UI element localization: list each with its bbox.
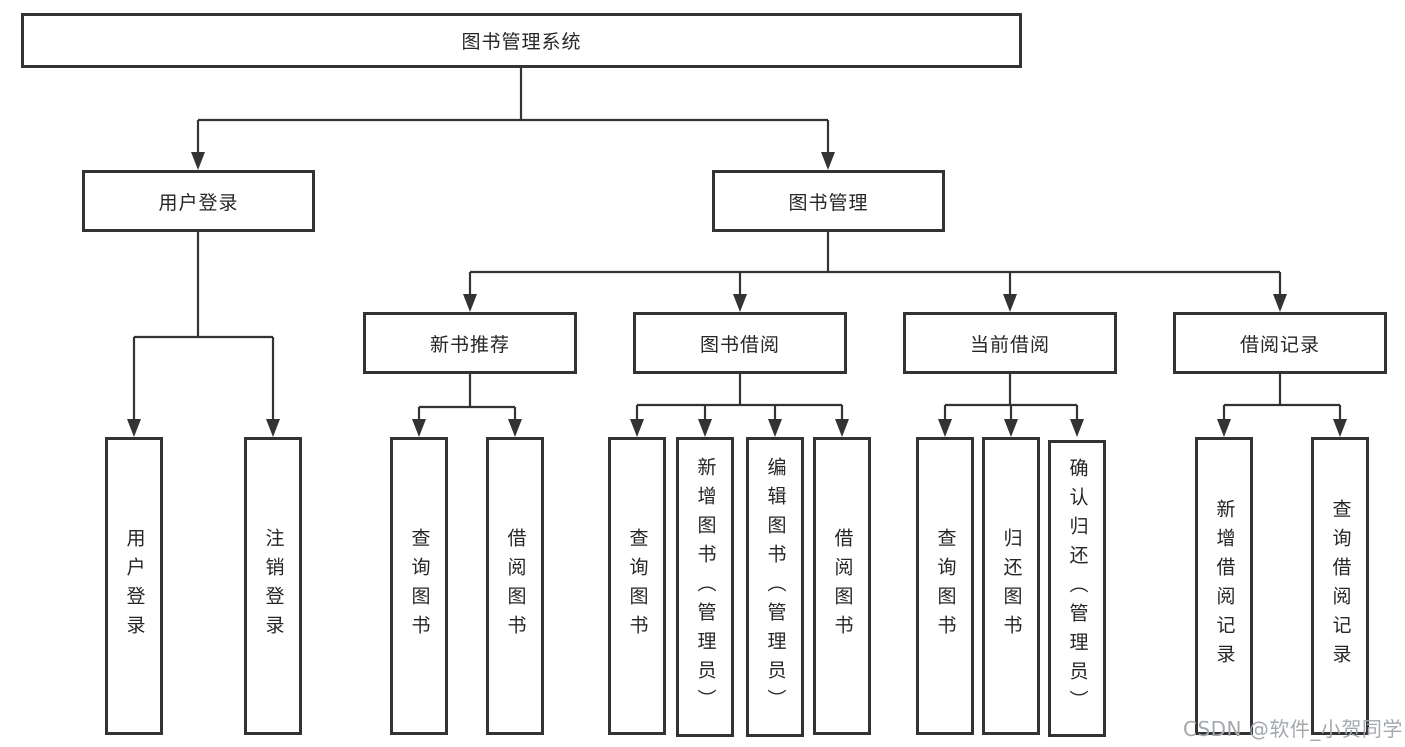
leaf-user-login: 用户登录: [105, 437, 163, 735]
leaf-current-confirm-return-admin: 确认归还︵管理员︶: [1048, 440, 1106, 737]
arrow-down-icon: [835, 419, 849, 437]
leaf-label: 查询图书: [626, 528, 649, 644]
arrow-down-icon: [768, 419, 782, 437]
leaf-recommend-query-book: 查询图书: [390, 437, 448, 735]
node-book-management: 图书管理: [712, 170, 945, 232]
leaf-label: 用户登录: [123, 528, 146, 644]
arrow-down-icon: [1004, 419, 1018, 437]
leaf-logout: 注销登录: [244, 437, 302, 735]
arrow-down-icon: [938, 419, 952, 437]
leaf-label: 新增图书︵管理员︶: [694, 456, 717, 718]
arrow-down-icon: [127, 419, 141, 437]
arrow-down-icon: [463, 294, 477, 312]
leaf-records-query-record: 查询借阅记录: [1311, 437, 1369, 735]
leaf-label: 新增借阅记录: [1213, 499, 1236, 673]
arrow-down-icon: [412, 419, 426, 437]
node-root-system: 图书管理系统: [21, 13, 1022, 68]
node-book-borrow: 图书借阅: [633, 312, 847, 374]
leaf-label: 确认归还︵管理员︶: [1066, 458, 1089, 719]
arrow-down-icon: [1217, 419, 1231, 437]
arrow-down-icon: [1070, 419, 1084, 437]
leaf-borrow-query-book: 查询图书: [608, 437, 666, 735]
arrow-down-icon: [266, 419, 280, 437]
leaf-current-return-book: 归还图书: [982, 437, 1040, 735]
leaf-recommend-borrow-book: 借阅图书: [486, 437, 544, 735]
leaf-current-query-book: 查询图书: [916, 437, 974, 735]
leaf-label: 归还图书: [1000, 528, 1023, 644]
leaf-label: 借阅图书: [504, 528, 527, 644]
node-current-borrow: 当前借阅: [903, 312, 1117, 374]
leaf-label: 查询图书: [934, 528, 957, 644]
leaf-label: 注销登录: [262, 528, 285, 644]
node-user-login: 用户登录: [82, 170, 315, 232]
leaf-label: 借阅图书: [831, 528, 854, 644]
arrow-down-icon: [1273, 294, 1287, 312]
arrow-down-icon: [630, 419, 644, 437]
node-borrow-records: 借阅记录: [1173, 312, 1387, 374]
leaf-borrow-borrow-book: 借阅图书: [813, 437, 871, 735]
leaf-label: 查询借阅记录: [1329, 499, 1352, 673]
arrow-down-icon: [508, 419, 522, 437]
leaf-label: 查询图书: [408, 528, 431, 644]
arrow-down-icon: [1003, 294, 1017, 312]
arrow-down-icon: [191, 152, 205, 170]
arrow-down-icon: [698, 419, 712, 437]
leaf-borrow-add-book-admin: 新增图书︵管理员︶: [676, 437, 734, 737]
leaf-records-add-record: 新增借阅记录: [1195, 437, 1253, 735]
arrowheads: [127, 152, 1347, 437]
csdn-watermark: CSDN @软件_小贺同学: [1183, 717, 1403, 741]
arrow-down-icon: [1333, 419, 1347, 437]
arrow-down-icon: [821, 152, 835, 170]
leaf-borrow-edit-book-admin: 编辑图书︵管理员︶: [746, 437, 804, 737]
arrow-down-icon: [733, 294, 747, 312]
leaf-label: 编辑图书︵管理员︶: [764, 456, 787, 718]
node-new-book-recommend: 新书推荐: [363, 312, 577, 374]
